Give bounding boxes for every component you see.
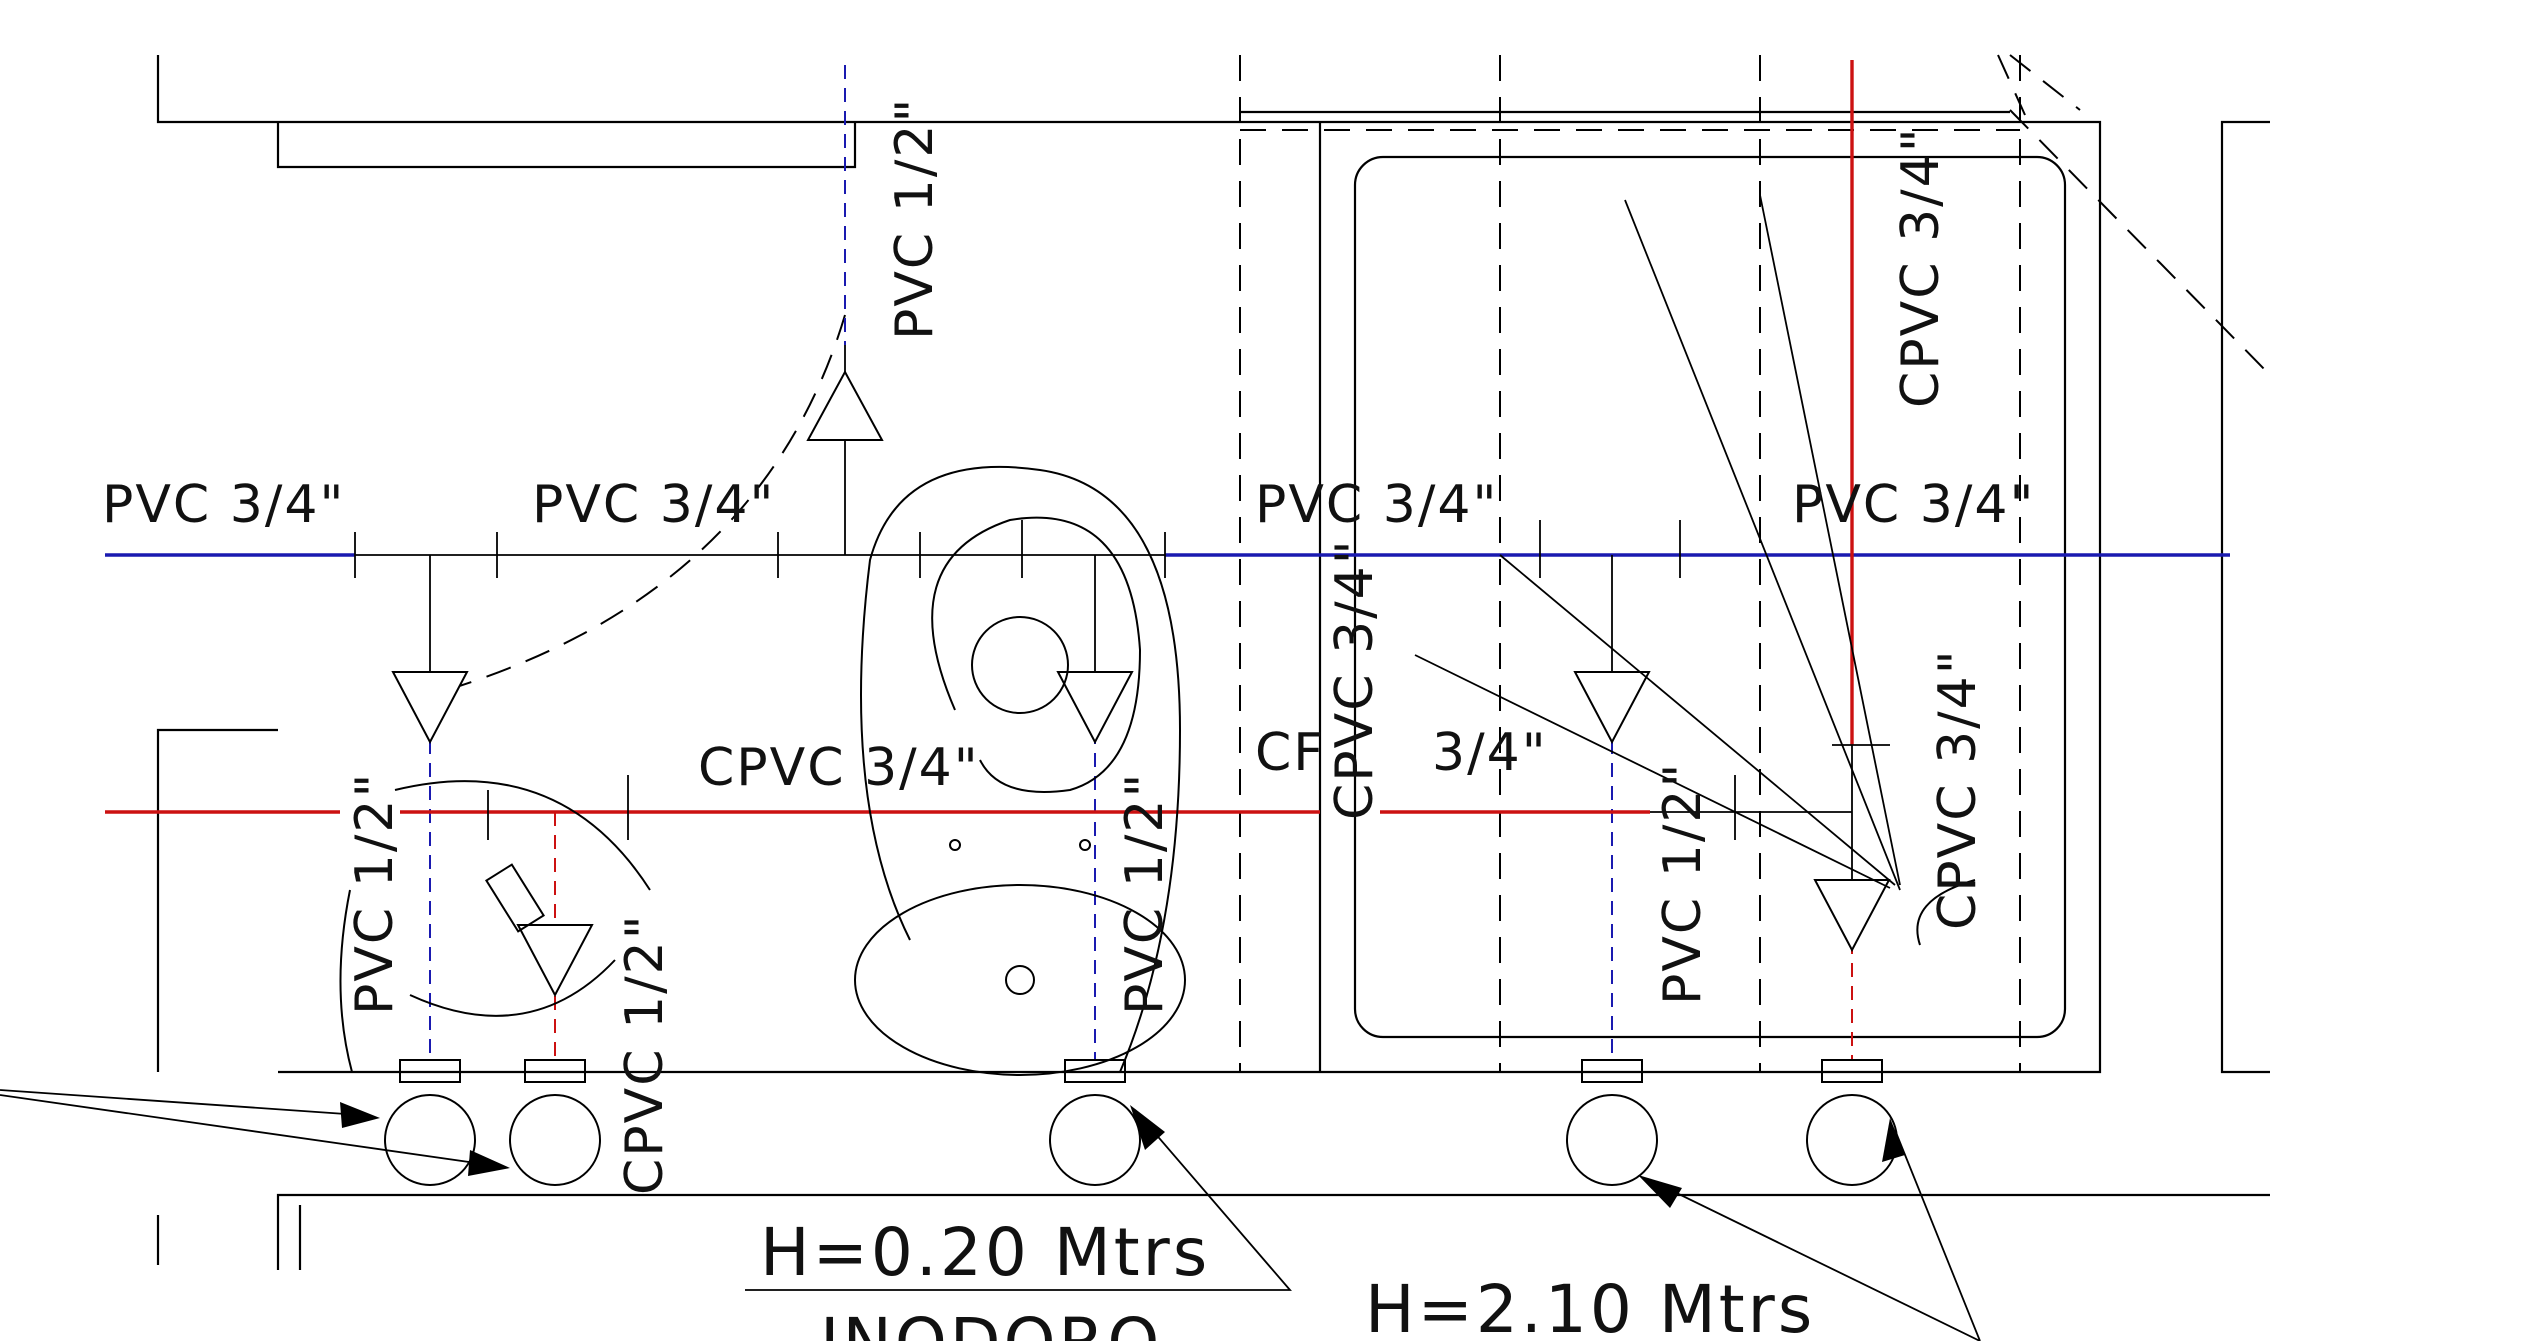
- toilet-bolt: [1079, 839, 1091, 851]
- cold-water-lines: [105, 65, 2230, 1060]
- outlet-plate: [399, 1059, 461, 1083]
- shower-diag-3: [1499, 554, 1896, 886]
- valve-right-cold: [1573, 671, 1651, 745]
- arrow-icon: [340, 1102, 380, 1128]
- label-hot-mid-2: CF: [1255, 723, 1325, 783]
- faucet: [485, 863, 545, 933]
- label-riser-top: PVC 1/2": [885, 97, 945, 340]
- toilet-tank-circle: [971, 616, 1069, 714]
- valve-toilet: [1056, 671, 1134, 745]
- label-riser-right-hot-bottom: CPVC 3/4": [1928, 648, 1988, 930]
- outlet-plate: [1581, 1059, 1643, 1083]
- outlet-circle: [384, 1094, 476, 1186]
- outlet-circle: [1806, 1094, 1898, 1186]
- walls: [156, 55, 2270, 1270]
- arrow-icon: [1882, 1118, 1905, 1162]
- leader-shower-b: [1894, 1129, 1981, 1341]
- label-hot-mid-3: 3/4": [1432, 723, 1548, 783]
- wall-upper-outline: [156, 55, 2102, 1074]
- dashed-diagonal-c: [1997, 54, 2026, 116]
- arrow-icon: [1130, 1105, 1165, 1150]
- leader-left-b: [0, 1094, 491, 1166]
- shower-diag-4: [1414, 654, 1891, 889]
- label-vert-mid: CPVC 3/4": [1325, 538, 1385, 820]
- wall-niche-top: [276, 122, 857, 169]
- dashed-diagonal-b: [2009, 109, 2271, 376]
- note-fixture-toilet: INODORO: [820, 1304, 1162, 1341]
- labels: PVC 3/4" PVC 3/4" PVC 3/4" PVC 3/4" PVC …: [102, 97, 2035, 1341]
- toilet-outline: [860, 466, 1182, 1073]
- hidden-lines: [429, 54, 2271, 1072]
- outlet-circle: [1049, 1094, 1141, 1186]
- note-height-toilet: H=0.20 Mtrs: [760, 1214, 1210, 1291]
- valve-left-hot: [516, 924, 594, 998]
- fixtures: [339, 194, 1976, 1076]
- shower-diag-2: [1759, 194, 1901, 886]
- arrow-icon: [1638, 1175, 1682, 1208]
- label-drop-left-hot: CPVC 1/2": [615, 913, 675, 1195]
- valves: [391, 369, 1891, 998]
- dashed-diagonal-a: [2009, 54, 2081, 111]
- note-height-shower: H=2.10 Mtrs: [1365, 1271, 1815, 1341]
- label-cold-top-4: PVC 3/4": [1792, 475, 2035, 535]
- label-cold-top-3: PVC 3/4": [1255, 475, 1498, 535]
- toilet-seat: [931, 516, 1142, 793]
- arrow-icon: [468, 1150, 510, 1176]
- valve-riser: [806, 369, 884, 441]
- outlet-plate: [1064, 1059, 1126, 1083]
- leader-toilet: [745, 1109, 1292, 1291]
- toilet-drain: [1005, 965, 1035, 995]
- shower-head-arc: [1916, 879, 1976, 946]
- valve-left-cold: [391, 671, 469, 745]
- leader-left-a: [0, 1089, 361, 1116]
- label-cold-top-1: PVC 3/4": [102, 475, 345, 535]
- outlet-plate: [524, 1059, 586, 1083]
- toilet-bolt: [949, 839, 961, 851]
- label-riser-right-hot-top: CPVC 3/4": [1891, 126, 1951, 408]
- label-drop-right-cold: PVC 1/2": [1653, 762, 1713, 1005]
- label-hot-mid-1: CPVC 3/4": [698, 738, 980, 798]
- basin-arc-inner: [409, 959, 616, 1017]
- outlet-circle: [1566, 1094, 1658, 1186]
- label-drop-left-cold: PVC 1/2": [345, 772, 405, 1015]
- wall-right-jamb: [2220, 120, 2270, 1074]
- basin-arc-left: [339, 889, 353, 1073]
- valve-right-hot: [1813, 879, 1891, 953]
- shower-tray: [1353, 155, 2067, 1039]
- label-drop-toilet: PVC 1/2": [1115, 772, 1175, 1015]
- pipe-ticks: [354, 520, 1736, 840]
- leader-shower-a: [1649, 1179, 1981, 1341]
- shower-diag-1: [1624, 199, 1901, 891]
- outlet-plate: [1821, 1059, 1883, 1083]
- outlet-circle: [509, 1094, 601, 1186]
- wall-corridor: [276, 1193, 2270, 1270]
- basin-arc-outer: [394, 780, 651, 891]
- toilet-bowl-base: [854, 884, 1186, 1076]
- leaders: [0, 1089, 1981, 1341]
- wall-left-lower: [156, 728, 278, 1072]
- label-cold-top-2: PVC 3/4": [532, 475, 775, 535]
